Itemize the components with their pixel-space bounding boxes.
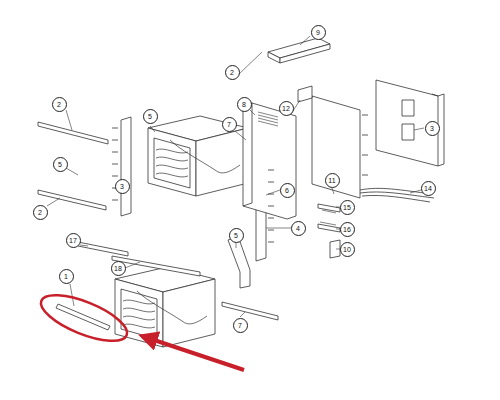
side-rail [38,122,108,144]
small-bracket [318,224,340,232]
angle-bracket [228,236,250,288]
leader-lines [47,36,424,317]
callout-number: 3 [115,179,130,194]
callout-number: 2 [225,65,240,80]
lower-oven-cavity [115,267,215,347]
red-highlight [35,286,244,370]
callout-number: 2 [33,205,48,220]
callout-number: 1 [59,269,74,284]
callout-number: 16 [340,222,355,237]
callout-number: 9 [311,25,326,40]
callout-number: 7 [233,318,248,333]
callout-number: 5 [53,157,68,172]
small-cap [298,86,312,102]
vertical-bracket [121,117,131,216]
callout-number: 14 [421,181,436,196]
callout-number: 5 [143,109,158,124]
callout-number: 10 [340,242,355,257]
callout-number: 5 [229,228,244,243]
small-bracket [330,240,340,258]
upper-oven-cavity [148,116,248,196]
callout-number: 12 [279,101,294,116]
callout-number: 2 [52,97,67,112]
callout-number: 6 [280,183,295,198]
lower-rail [78,242,128,256]
small-bracket [318,204,340,212]
bottom-rail [222,302,278,320]
rear-panel [312,96,360,198]
side-rail [38,190,106,210]
callout-number: 17 [66,233,81,248]
callout-number: 15 [340,200,355,215]
callout-number: 18 [111,261,126,276]
callout-number: 8 [237,97,252,112]
side-panel [243,103,296,219]
callout-number: 4 [291,221,306,236]
callout-number: 11 [325,173,340,188]
callout-number: 3 [425,121,440,136]
callout-number: 7 [222,117,237,132]
